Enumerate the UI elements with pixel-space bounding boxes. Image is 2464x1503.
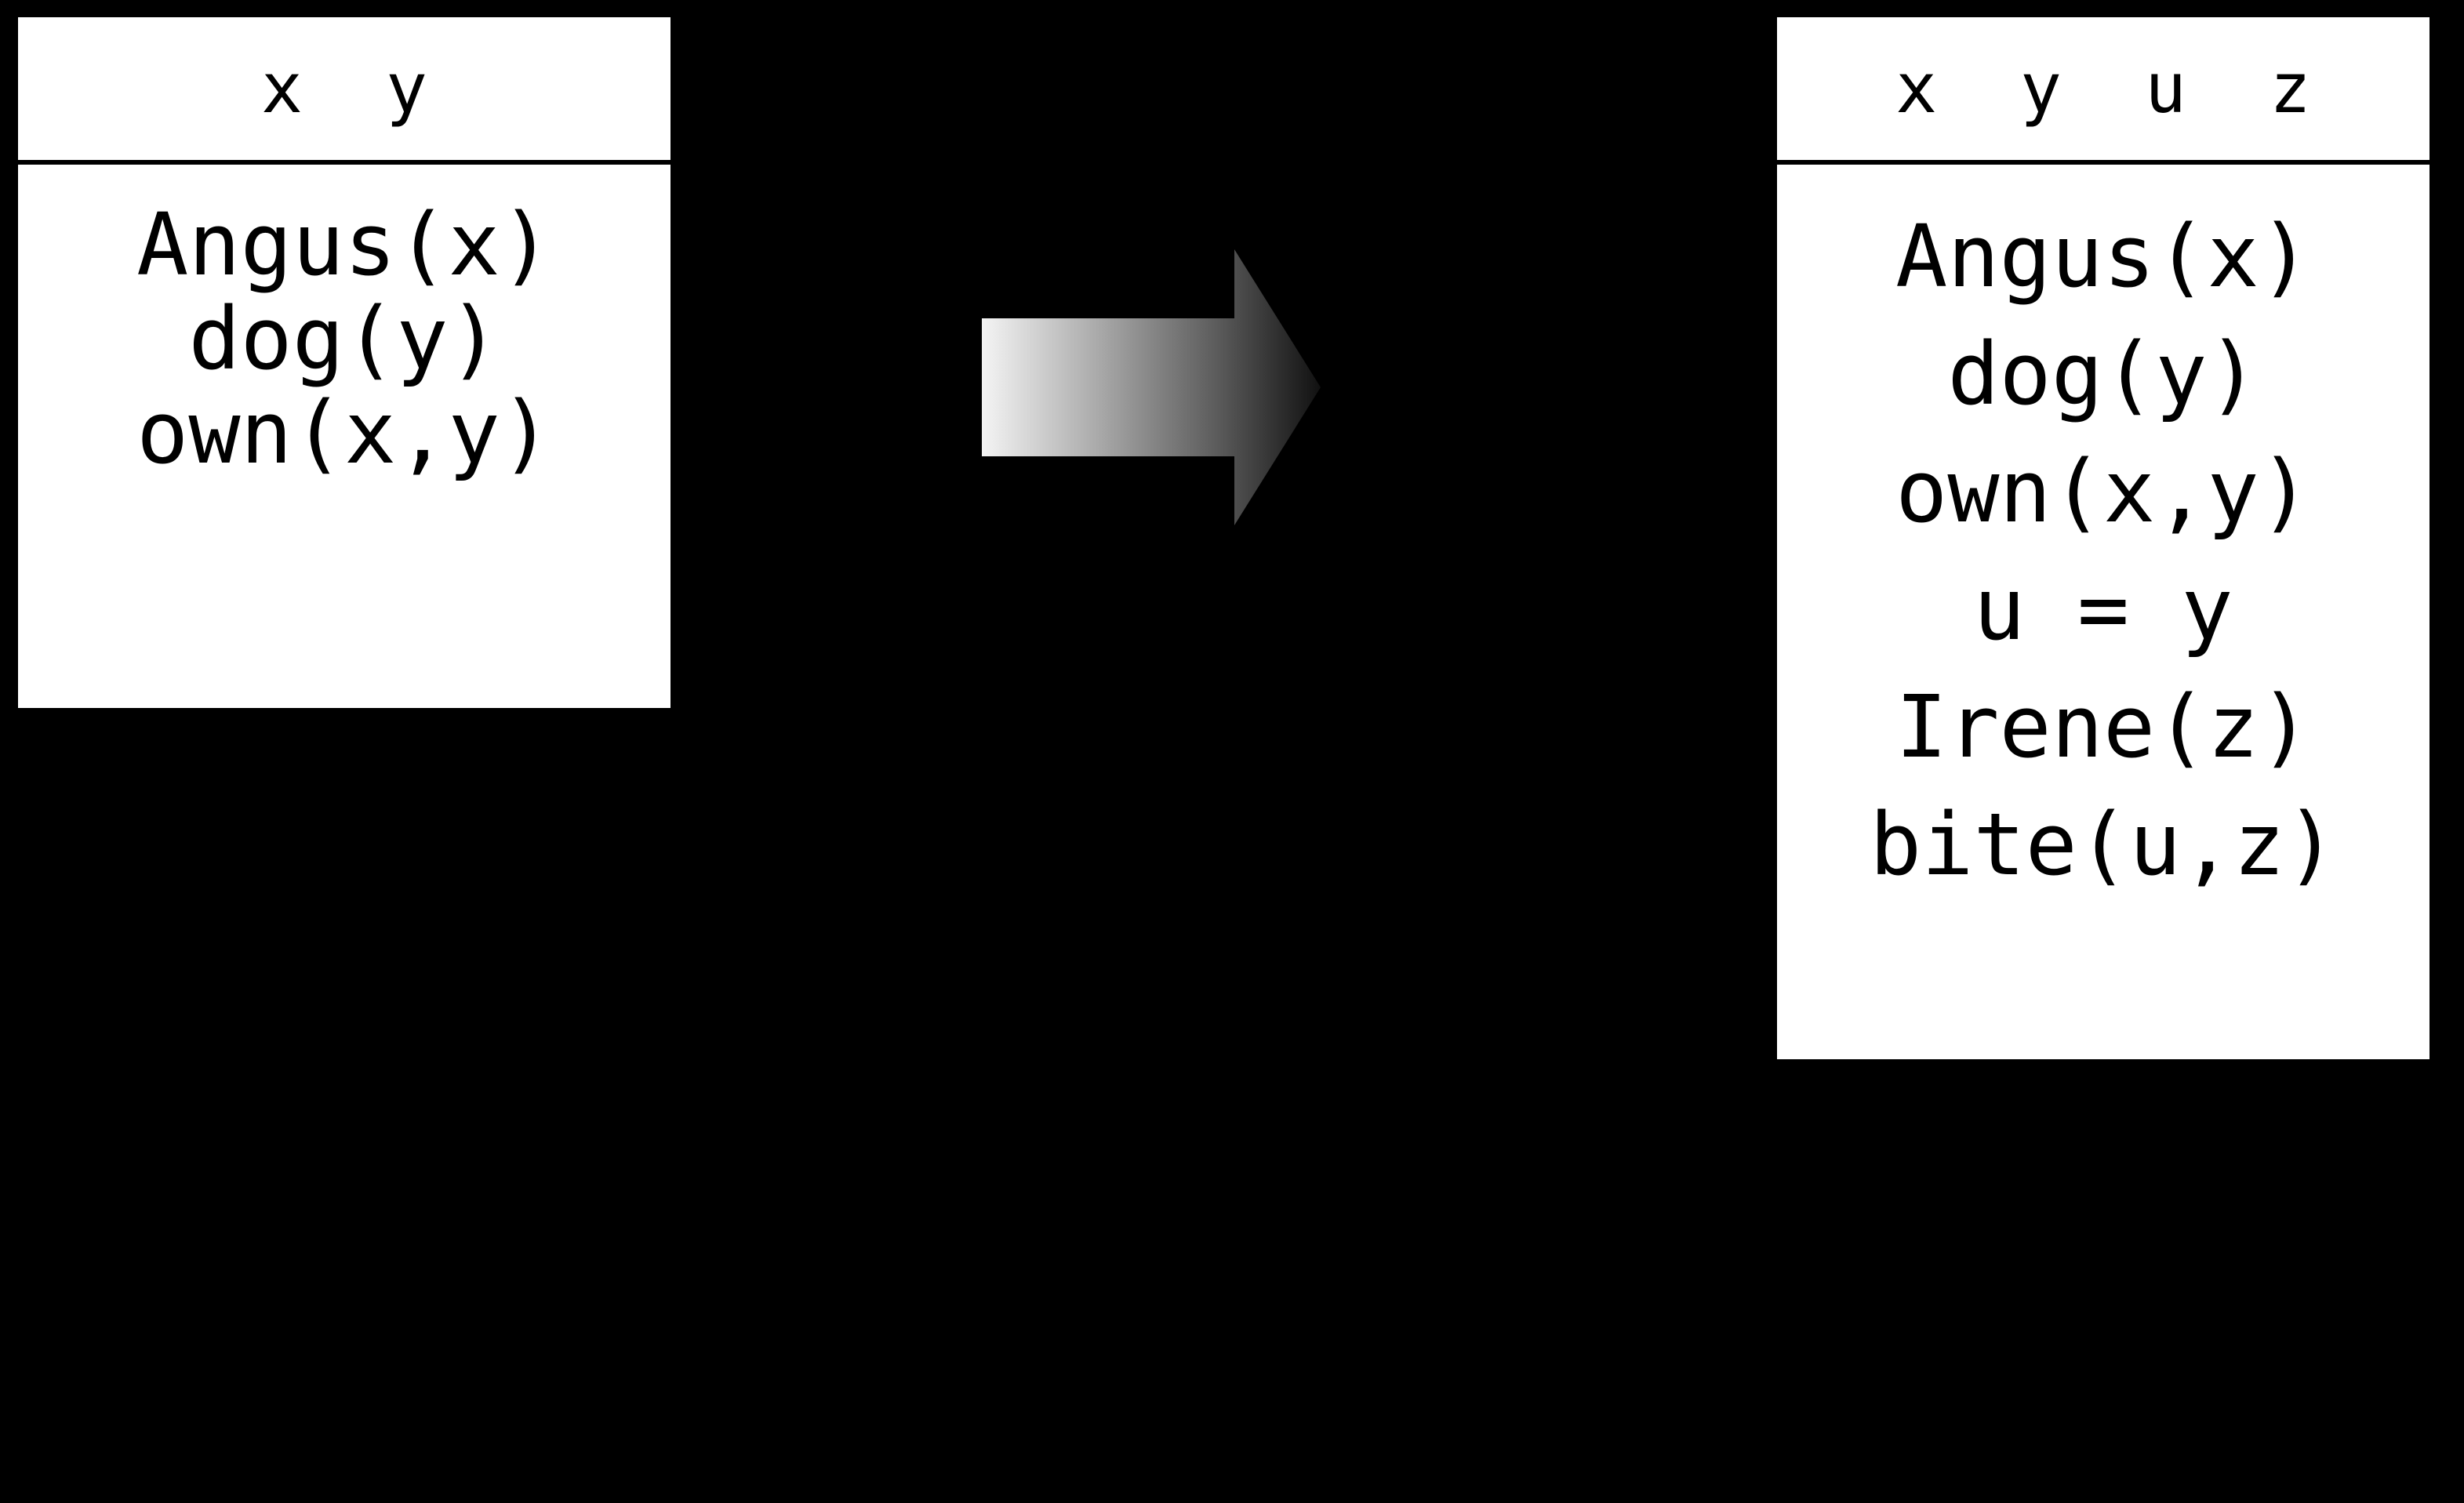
- right-box-variable-header: x y u z: [1777, 17, 2429, 165]
- list-item: Irene(z): [1895, 677, 2311, 777]
- source-feature-structure-box: x y Angus(x) dog(y) own(x,y): [16, 15, 673, 710]
- list-item: Angus(x): [1895, 206, 2311, 307]
- result-feature-structure-box: x y u z Angus(x) dog(y) own(x,y) u = y I…: [1775, 15, 2432, 1062]
- list-item: dog(y): [188, 289, 500, 389]
- list-item: own(x,y): [1895, 441, 2311, 542]
- list-item: dog(y): [1947, 324, 2259, 424]
- list-item: Angus(x): [136, 194, 552, 295]
- list-item: u = y: [1973, 559, 2233, 659]
- list-item: bite(u,z): [1869, 794, 2338, 895]
- right-arrow-icon: [982, 249, 1321, 525]
- right-box-predicate-list: Angus(x) dog(y) own(x,y) u = y Irene(z) …: [1777, 165, 2429, 1059]
- list-item: own(x,y): [136, 383, 552, 483]
- left-box-variable-header: x y: [18, 17, 671, 165]
- left-box-predicate-list: Angus(x) dog(y) own(x,y): [18, 165, 671, 708]
